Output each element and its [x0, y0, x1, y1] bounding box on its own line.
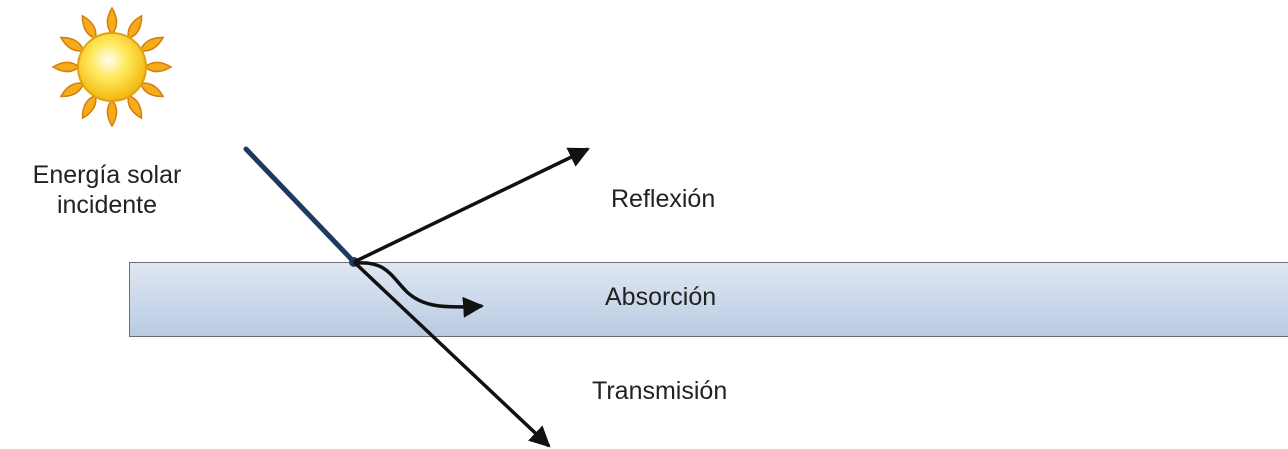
- transmission-arrow: [352, 260, 551, 448]
- absorption-arrow: [357, 261, 485, 318]
- reflection-label: Reflexión: [611, 185, 716, 213]
- incident-label-line-1: Energía solar: [32, 161, 182, 189]
- sun-icon: [51, 6, 173, 128]
- glass-pane: [129, 262, 1288, 337]
- absorption-label: Absorción: [605, 283, 717, 311]
- transmission-label: Transmisión: [592, 377, 728, 405]
- incident-ray: [243, 146, 357, 265]
- incident-label-line-2: incidente: [56, 191, 158, 219]
- reflection-arrow: [353, 147, 590, 264]
- incident-energy-label: Energía solar incidente: [2, 160, 212, 220]
